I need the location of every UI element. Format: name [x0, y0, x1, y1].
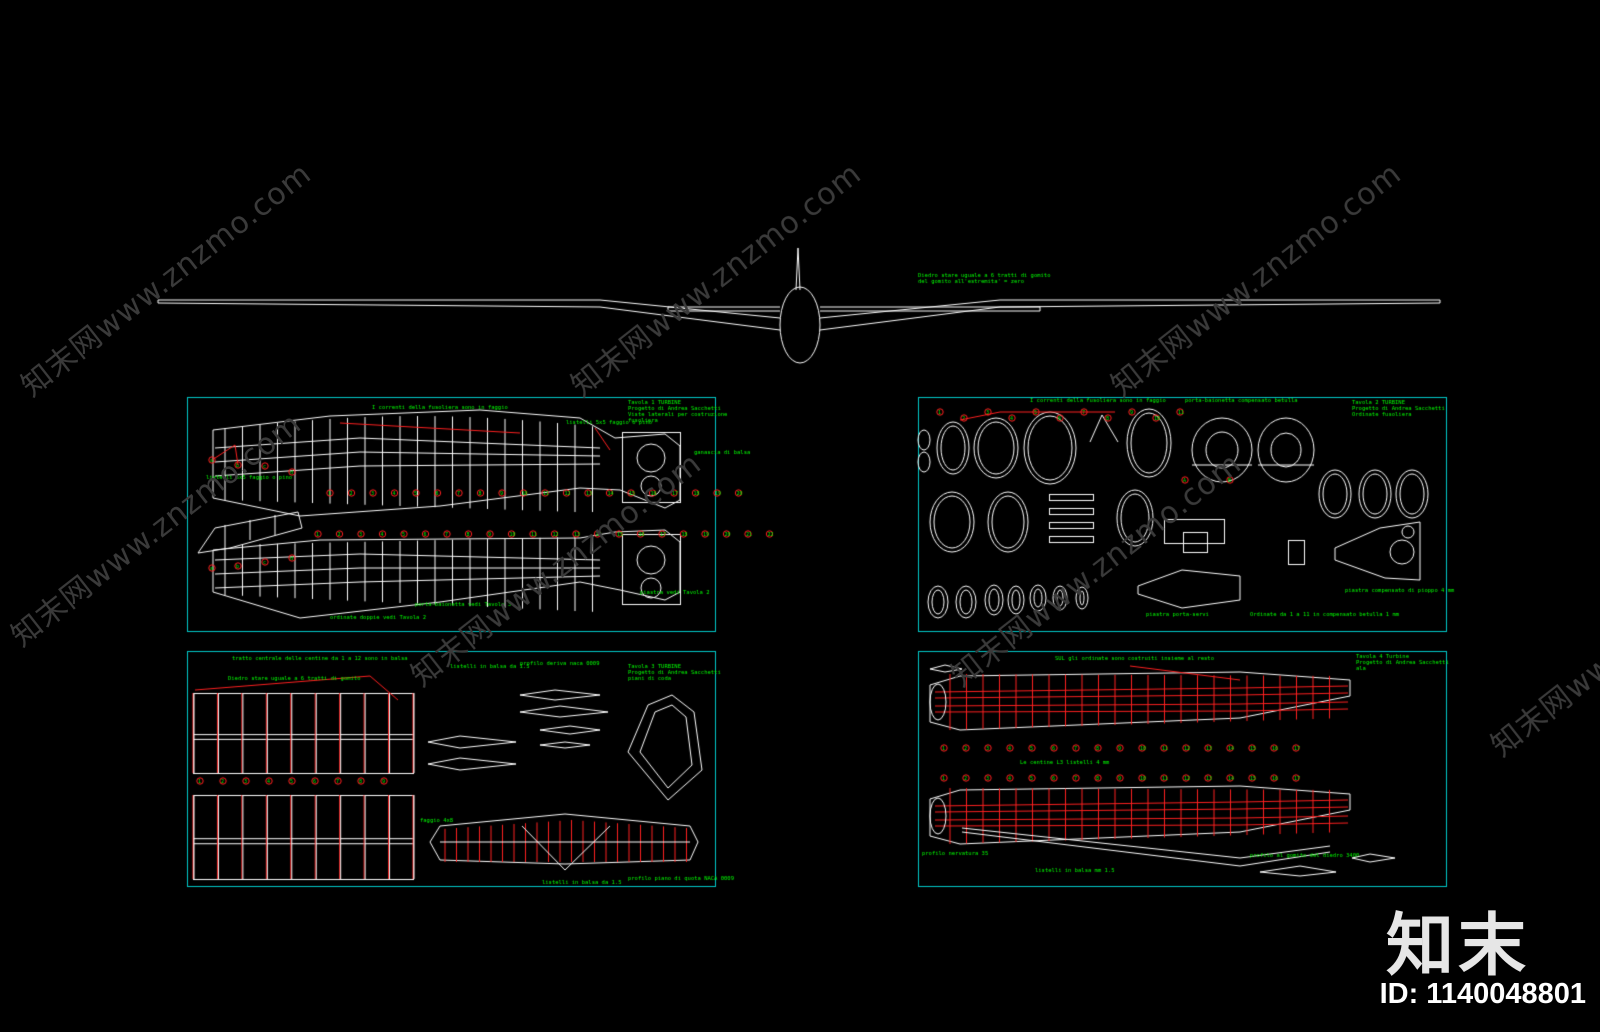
brand-logo: 知末: [1385, 907, 1530, 986]
image-id: ID: 1140048801: [1379, 978, 1586, 1010]
